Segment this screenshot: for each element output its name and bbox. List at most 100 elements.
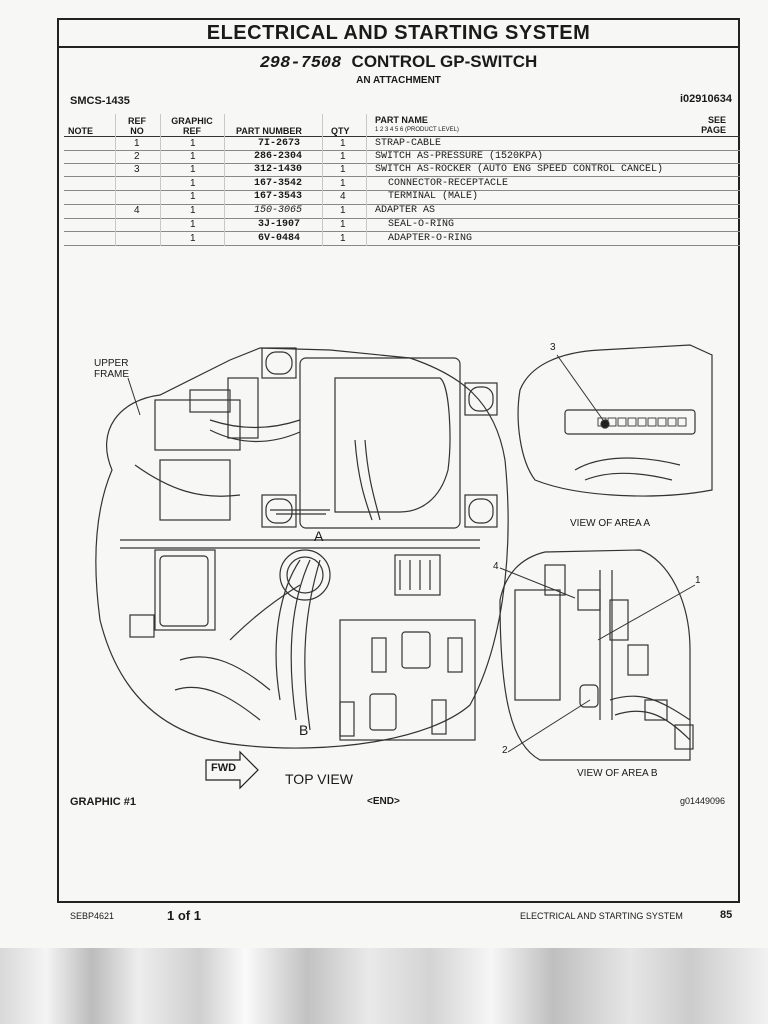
col-see-page: SEE PAGE (694, 115, 726, 135)
col-graphic-line1: GRAPHIC (171, 116, 213, 126)
part-number: 3J-1907 (258, 219, 301, 230)
row-divider (64, 190, 740, 191)
graphic-ref: 1 (190, 138, 196, 149)
part-number: 167-3543 (254, 191, 303, 202)
part-name: CONNECTOR-RECEPTACLE (388, 178, 509, 189)
ref-no: 1 (134, 138, 140, 149)
group-title: 298-7508 CONTROL GP-SWITCH (57, 52, 740, 73)
part-number: 167-3542 (254, 178, 303, 189)
qty: 1 (340, 178, 346, 189)
section-title: ELECTRICAL AND STARTING SYSTEM (206, 22, 591, 44)
page-number: 85 (720, 909, 733, 921)
group-number: 298-7508 (259, 54, 342, 73)
col-graphic: GRAPHIC REF (166, 116, 218, 136)
upper-frame-line1: UPPER (94, 358, 129, 369)
part-number: 6V-0484 (258, 233, 301, 244)
graphic-number: GRAPHIC #1 (70, 796, 137, 808)
page-of: 1 of 1 (167, 908, 201, 923)
parts-diagram (95, 344, 713, 790)
part-name: SWITCH AS-PRESSURE (1520KPA) (375, 151, 544, 162)
doc-number: SEBP4621 (70, 911, 115, 921)
graphic-id: g01449096 (680, 796, 726, 806)
callout-leaders (127, 354, 696, 753)
callout-4: 4 (493, 561, 499, 572)
row-divider (64, 176, 740, 177)
ref-no: 2 (134, 151, 140, 162)
qty: 1 (340, 151, 346, 162)
graphic-ref: 1 (190, 164, 196, 175)
header-rule (64, 136, 740, 137)
col-guide (224, 114, 225, 246)
graphic-ref: 1 (190, 151, 196, 162)
col-graphic-line2: REF (183, 126, 201, 136)
part-name: SWITCH AS-ROCKER (AUTO ENG SPEED CONTROL… (375, 164, 664, 175)
footer-section: ELECTRICAL AND STARTING SYSTEM (520, 911, 683, 921)
page-border (57, 18, 740, 903)
end-marker: <END> (367, 796, 400, 807)
col-see-line1: SEE (707, 115, 726, 125)
row-divider (64, 150, 740, 151)
qty: 1 (340, 219, 346, 230)
col-part-number: PART NUMBER (236, 126, 302, 136)
callout-3: 3 (550, 342, 556, 353)
ref-no: 3 (134, 164, 140, 175)
view-area-a (517, 344, 713, 497)
part-name: ADAPTER AS (375, 205, 436, 216)
qty: 1 (340, 233, 346, 244)
fwd-label: FWD (211, 762, 237, 774)
row-divider (64, 204, 740, 205)
fwd-arrow-icon (205, 750, 259, 790)
group-name: CONTROL GP-SWITCH (351, 52, 538, 71)
callout-2: 2 (502, 745, 508, 756)
part-number: 312-1430 (254, 164, 303, 175)
upper-frame-line2: FRAME (94, 369, 129, 380)
part-name: STRAP-CABLE (375, 138, 442, 149)
qty: 4 (340, 191, 346, 202)
ref-no: 4 (134, 205, 140, 216)
upper-frame-label: UPPER FRAME (94, 358, 129, 380)
row-divider (64, 231, 740, 232)
row-divider (64, 218, 740, 219)
callout-b: B (299, 722, 309, 738)
view-area-b (499, 549, 694, 761)
col-guide (115, 114, 116, 246)
smcs-code: SMCS-1435 (70, 95, 130, 107)
col-product-level: 1 2 3 4 5 6 (PRODUCT LEVEL) (375, 127, 459, 133)
part-number: 286-2304 (254, 151, 303, 162)
col-part-name: PART NAME (375, 115, 428, 125)
col-guide (160, 114, 161, 246)
qty: 1 (340, 138, 346, 149)
col-guide (366, 114, 367, 246)
col-qty: QTY (331, 126, 350, 136)
col-note: NOTE (68, 126, 94, 136)
row-divider (64, 245, 740, 246)
scan-edge (0, 948, 768, 1024)
part-number: 7I-2673 (258, 138, 301, 149)
part-name: SEAL-O-RING (388, 219, 455, 230)
callout-a: A (314, 528, 324, 544)
title-divider (57, 46, 740, 48)
row-divider (64, 163, 740, 164)
col-ref-line2: NO (130, 126, 144, 136)
part-name: TERMINAL (MALE) (388, 191, 479, 202)
graphic-ref: 1 (190, 233, 196, 244)
qty: 1 (340, 164, 346, 175)
graphic-ref: 1 (190, 205, 196, 216)
qty: 1 (340, 205, 346, 216)
illustration-id: i02910634 (680, 93, 732, 105)
attachment-label: AN ATTACHMENT (356, 75, 441, 86)
col-ref: REF NO (126, 116, 148, 136)
graphic-ref: 1 (190, 219, 196, 230)
part-name: ADAPTER-O-RING (388, 233, 473, 244)
col-guide (322, 114, 323, 246)
top-view-label: TOP VIEW (285, 771, 353, 787)
machine-top-view (95, 347, 509, 749)
view-area-a-label: VIEW OF AREA A (570, 518, 651, 529)
callout-1: 1 (695, 575, 701, 586)
view-area-b-label: VIEW OF AREA B (577, 768, 658, 779)
graphic-ref: 1 (190, 178, 196, 189)
graphic-ref: 1 (190, 191, 196, 202)
col-ref-line1: REF (128, 116, 146, 126)
part-number: 150-3065 (254, 205, 303, 216)
col-see-line2: PAGE (701, 125, 726, 135)
